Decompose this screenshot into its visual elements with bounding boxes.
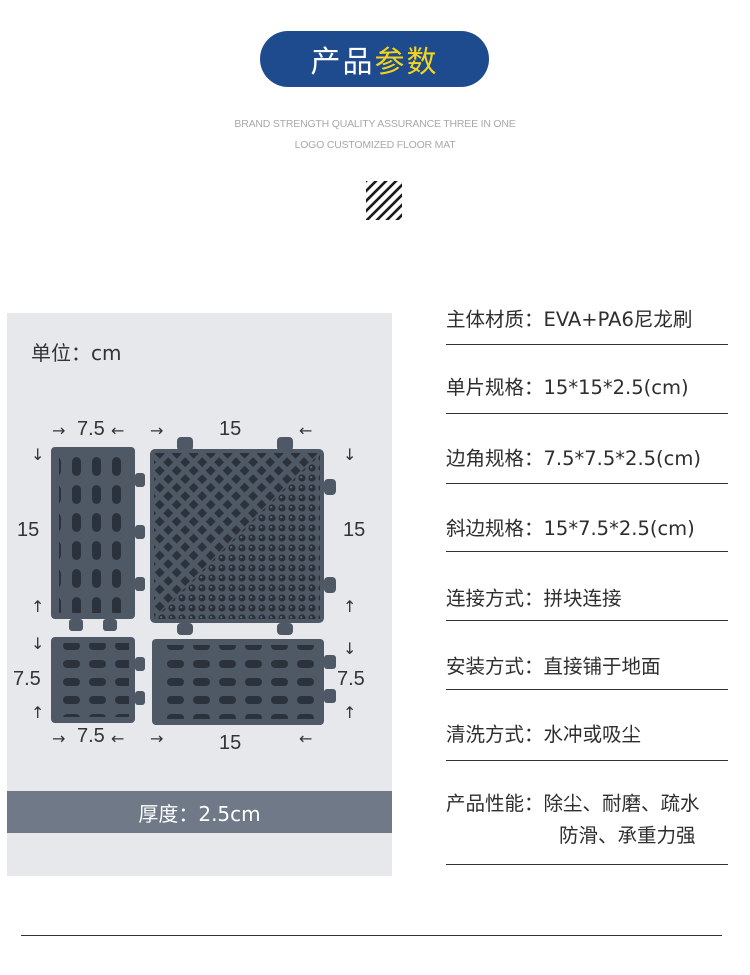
spec-value: 拼块连接	[543, 587, 622, 610]
spec-value: 15*15*2.5(cm)	[543, 376, 689, 399]
arrow-up-icon: ↑	[31, 597, 45, 616]
spec-value: 除尘、耐磨、疏水	[543, 792, 700, 815]
spec-value: EVA+PA6尼龙刷	[543, 308, 693, 331]
divider	[446, 413, 728, 414]
spec-label: 单片规格：	[446, 376, 544, 399]
dim-square-top-width: 15	[219, 418, 242, 440]
title-text-main: 产品	[310, 45, 375, 80]
spec-label: 产品性能：	[446, 792, 544, 815]
arrow-up-icon: ↑	[31, 703, 45, 722]
spec-value-line-2: 防滑、承重力强	[559, 824, 696, 847]
divider	[446, 864, 728, 865]
spec-label: 连接方式：	[446, 587, 544, 610]
arrow-down-icon: ↓	[343, 445, 357, 464]
spec-row-performance: 产品性能：除尘、耐磨、疏水 防滑、承重力强	[446, 788, 728, 847]
arrow-down-icon: ↓	[31, 445, 45, 464]
spec-row-single-size: 单片规格：15*15*2.5(cm)	[446, 372, 728, 404]
unit-label: 单位：cm	[31, 341, 122, 365]
spec-row-corner-size: 边角规格：7.5*7.5*2.5(cm)	[446, 443, 728, 475]
spec-label: 安装方式：	[446, 655, 544, 678]
square-tile-brush	[150, 437, 336, 635]
spec-value: 水冲或吸尘	[543, 723, 642, 746]
title-text-accent: 参数	[374, 45, 439, 80]
arrow-up-icon: ↑	[343, 703, 357, 722]
spec-label: 斜边规格：	[446, 517, 544, 540]
arrow-right-icon: →	[52, 421, 66, 440]
spec-value: 15*7.5*2.5(cm)	[543, 517, 695, 540]
divider	[446, 344, 728, 345]
subtitle-line-2: LOGO CUSTOMIZED FLOOR MAT	[294, 139, 456, 151]
edge-tile-wide	[152, 639, 336, 725]
spec-row-edge-size: 斜边规格：15*7.5*2.5(cm)	[446, 513, 728, 545]
thickness-bar: 厚度：2.5cm	[7, 791, 392, 833]
divider	[446, 551, 728, 552]
spec-value: 7.5*7.5*2.5(cm)	[543, 447, 701, 470]
spec-row-cleaning: 清洗方式：水冲或吸尘	[446, 719, 728, 751]
diagonal-stripe-pattern-icon	[366, 181, 402, 220]
spec-value: 直接铺于地面	[543, 655, 661, 678]
divider	[446, 620, 728, 621]
arrow-right-icon: →	[52, 729, 66, 748]
divider	[446, 483, 728, 484]
dim-edge-bottom-width: 15	[219, 732, 242, 754]
dim-corner-left-height: 15	[17, 519, 40, 541]
spec-row-installation: 安装方式：直接铺于地面	[446, 651, 728, 683]
spec-label: 主体材质：	[446, 308, 544, 331]
dim-square-right-height: 15	[343, 519, 366, 541]
dim-corner-top-width: 7.5	[77, 418, 105, 440]
spec-label: 边角规格：	[446, 447, 544, 470]
section-title: 产品参数	[260, 31, 489, 87]
bottom-divider	[21, 935, 722, 936]
arrow-down-icon: ↓	[31, 634, 45, 653]
arrow-left-icon: ←	[111, 421, 125, 440]
dim-edge-right-height: 7.5	[337, 668, 365, 690]
product-dimension-panel: 单位：cm	[7, 313, 392, 876]
corner-tile-small	[51, 637, 145, 723]
arrow-left-icon: ←	[299, 421, 313, 440]
subtitle-line-1: BRAND STRENGTH QUALITY ASSURANCE THREE I…	[234, 118, 516, 130]
corner-tile-tall	[51, 447, 145, 631]
spec-row-connection: 连接方式：拼块连接	[446, 583, 728, 615]
floor-tile-illustration	[51, 437, 336, 725]
arrow-down-icon: ↓	[343, 639, 357, 658]
spec-row-material: 主体材质：EVA+PA6尼龙刷	[446, 304, 728, 336]
dim-small-left-height: 7.5	[13, 668, 41, 690]
arrow-left-icon: ←	[111, 729, 125, 748]
divider	[446, 689, 728, 690]
divider	[446, 760, 728, 761]
arrow-right-icon: →	[150, 421, 164, 440]
arrow-up-icon: ↑	[343, 597, 357, 616]
arrow-right-icon: →	[150, 729, 164, 748]
dim-small-bottom-width: 7.5	[77, 725, 105, 747]
spec-label: 清洗方式：	[446, 723, 544, 746]
arrow-left-icon: ←	[299, 729, 313, 748]
